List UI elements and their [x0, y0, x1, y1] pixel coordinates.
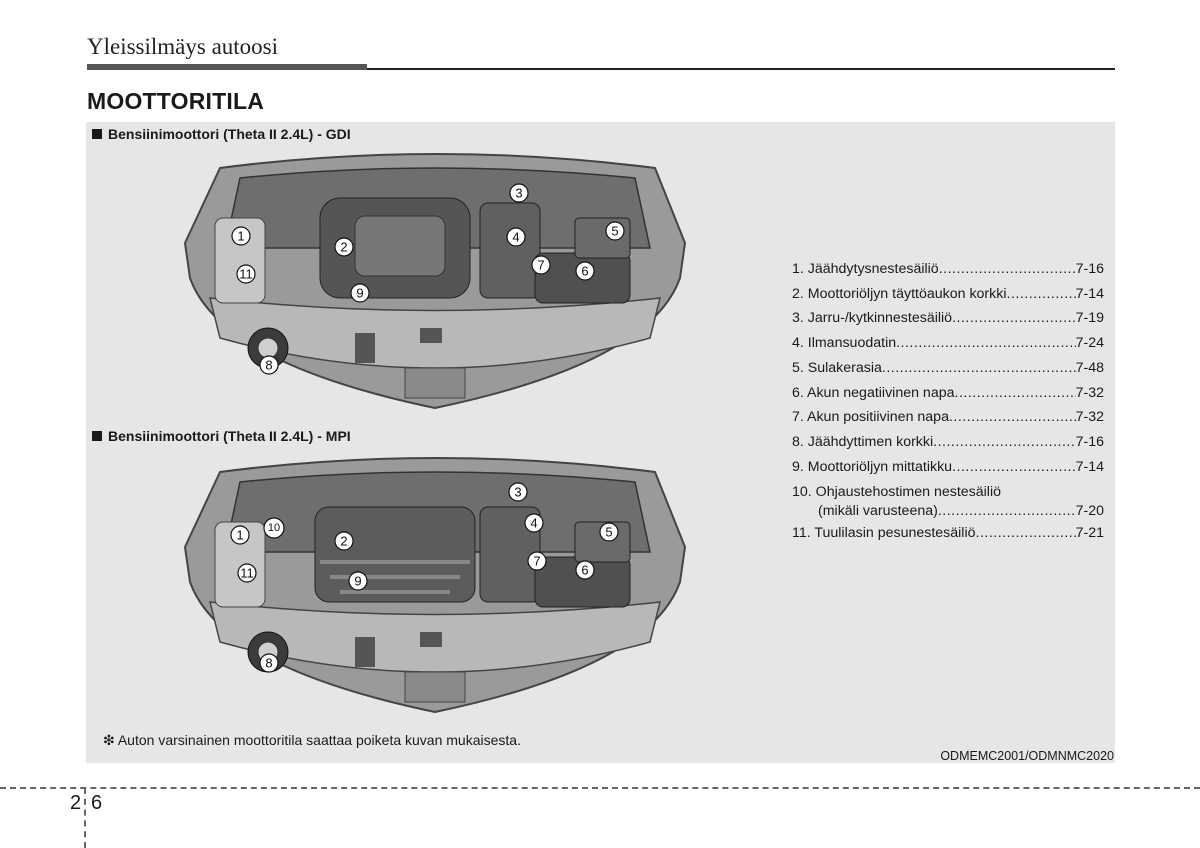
legend-item: 10. Ohjaustehostimen nestesäiliö (mikäli…	[792, 479, 1104, 521]
svg-text:8: 8	[265, 656, 272, 671]
svg-text:3: 3	[514, 485, 521, 500]
footer-divider	[0, 787, 1200, 789]
component-legend: 1. Jäähdytysnestesäiliö7-16 2. Moottoriö…	[792, 257, 1104, 546]
callout-3: 3	[508, 482, 528, 502]
callout-7: 7	[527, 551, 547, 571]
figure-caption-mpi: Bensiinimoottori (Theta II 2.4L) - MPI	[92, 428, 351, 444]
image-code: ODMEMC2001/ODMNMC2020	[940, 749, 1114, 763]
svg-text:8: 8	[265, 358, 272, 373]
legend-item: 5. Sulakerasia7-48	[792, 356, 1104, 381]
svg-text:2: 2	[340, 240, 347, 255]
callout-9: 9	[350, 283, 370, 303]
engine-bay-illustration-gdi	[183, 153, 687, 410]
footnote: ❇ Auton varsinainen moottoritila saattaa…	[103, 732, 521, 748]
callout-11: 11	[237, 563, 257, 583]
caption-text: Bensiinimoottori (Theta II 2.4L) - MPI	[108, 428, 351, 444]
callout-1: 1	[231, 226, 251, 246]
callout-4: 4	[524, 513, 544, 533]
callout-5: 5	[605, 221, 625, 241]
callout-4: 4	[506, 227, 526, 247]
legend-item: 11. Tuulilasin pesunestesäiliö7-21	[792, 521, 1104, 546]
svg-text:5: 5	[611, 224, 618, 239]
svg-text:6: 6	[581, 563, 588, 578]
section-title: Yleissilmäys autoosi	[87, 34, 279, 59]
svg-text:11: 11	[239, 267, 253, 282]
callout-3: 3	[509, 183, 529, 203]
svg-text:1: 1	[237, 229, 244, 244]
callout-1: 1	[230, 525, 250, 545]
callout-6: 6	[575, 560, 595, 580]
svg-text:7: 7	[533, 554, 540, 569]
legend-item: 2. Moottoriöljyn täyttöaukon korkki7-14	[792, 282, 1104, 307]
callout-2: 2	[334, 531, 354, 551]
callout-8: 8	[259, 653, 279, 673]
callout-8: 8	[259, 355, 279, 375]
legend-item: 8. Jäähdyttimen korkki7-16	[792, 430, 1104, 455]
square-bullet-icon	[92, 431, 102, 441]
title-rule-thick	[87, 64, 367, 70]
legend-item: 9. Moottoriöljyn mittatikku7-14	[792, 455, 1104, 480]
svg-text:3: 3	[515, 186, 522, 201]
footer-page-separator	[84, 788, 86, 848]
svg-text:7: 7	[537, 258, 544, 273]
title-rule-thin	[367, 68, 1115, 70]
callout-6: 6	[575, 261, 595, 281]
svg-text:9: 9	[356, 286, 363, 301]
figure-caption-gdi: Bensiinimoottori (Theta II 2.4L) - GDI	[92, 126, 351, 142]
svg-text:2: 2	[340, 534, 347, 549]
callout-10: 10	[263, 517, 285, 539]
svg-text:4: 4	[512, 230, 519, 245]
callout-5: 5	[599, 522, 619, 542]
page-chapter: 2	[70, 792, 82, 814]
page-number: 6	[91, 792, 103, 814]
legend-item: 7. Akun positiivinen napa7-32	[792, 405, 1104, 430]
callout-7: 7	[531, 255, 551, 275]
svg-text:1: 1	[236, 528, 243, 543]
svg-text:4: 4	[530, 516, 537, 531]
callout-11: 11	[236, 264, 256, 284]
svg-text:10: 10	[268, 522, 280, 534]
callout-2: 2	[334, 237, 354, 257]
svg-text:9: 9	[354, 574, 361, 589]
svg-text:6: 6	[581, 264, 588, 279]
legend-item: 6. Akun negatiivinen napa7-32	[792, 381, 1104, 406]
caption-text: Bensiinimoottori (Theta II 2.4L) - GDI	[108, 126, 351, 142]
legend-item: 4. Ilmansuodatin7-24	[792, 331, 1104, 356]
square-bullet-icon	[92, 129, 102, 139]
engine-bay-illustration-mpi	[183, 457, 687, 714]
legend-item: 1. Jäähdytysnestesäiliö7-16	[792, 257, 1104, 282]
page-heading: MOOTTORITILA	[87, 88, 265, 114]
callout-9: 9	[348, 571, 368, 591]
svg-text:11: 11	[240, 566, 254, 581]
legend-item: 3. Jarru-/kytkinnestesäiliö7-19	[792, 306, 1104, 331]
svg-text:5: 5	[605, 525, 612, 540]
